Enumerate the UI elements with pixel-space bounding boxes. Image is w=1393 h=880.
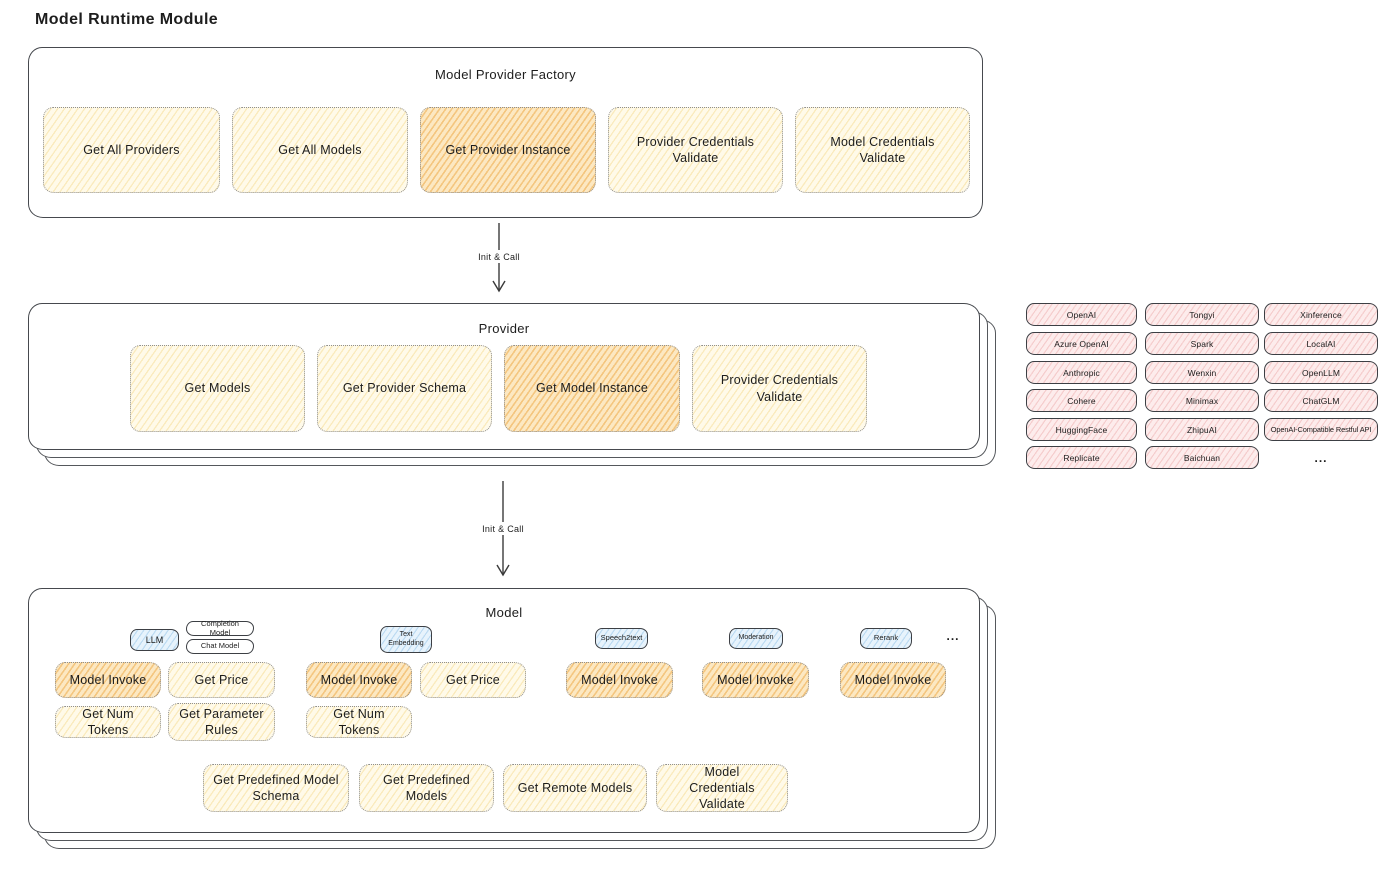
fn-model-invoke-speech2text: Model Invoke — [566, 662, 673, 698]
provider-chips-ellipsis: ... — [1314, 450, 1328, 465]
fn-model-invoke-rerank: Model Invoke — [840, 662, 946, 698]
provider-chip: Wenxin — [1145, 361, 1259, 384]
fn-provider-credentials-validate-2: Provider Credentials Validate — [692, 345, 867, 432]
provider-title: Provider — [478, 320, 530, 336]
provider-chip: Xinference — [1264, 303, 1378, 326]
provider-chip: Tongyi — [1145, 303, 1259, 326]
tag-chat-model: Chat Model — [186, 639, 254, 654]
provider-chip: Cohere — [1026, 389, 1137, 412]
fn-get-num-tokens-embedding: Get Num Tokens — [306, 706, 412, 738]
model-title: Model — [485, 604, 523, 620]
provider-chip: Azure OpenAI — [1026, 332, 1137, 355]
fn-model-invoke-moderation: Model Invoke — [702, 662, 809, 698]
fn-get-parameter-rules: Get Parameter Rules — [168, 703, 275, 741]
provider-chip: OpenAI — [1026, 303, 1137, 326]
tag-rerank: Rerank — [860, 628, 912, 649]
fn-get-remote-models: Get Remote Models — [503, 764, 647, 812]
factory-title: Model Provider Factory — [435, 66, 576, 82]
fn-get-provider-instance: Get Provider Instance — [420, 107, 596, 193]
provider-chip: ChatGLM — [1264, 389, 1378, 412]
provider-chip: Anthropic — [1026, 361, 1137, 384]
init-call-label-1: Init & Call — [465, 250, 533, 263]
provider-chip: ZhipuAI — [1145, 418, 1259, 441]
fn-model-credentials-validate-2: Model Credentials Validate — [656, 764, 788, 812]
fn-get-predefined-model-schema: Get Predefined Model Schema — [203, 764, 349, 812]
fn-get-price-embedding: Get Price — [420, 662, 526, 698]
tag-llm: LLM — [130, 629, 179, 651]
tag-speech2text: Speech2text — [595, 628, 648, 649]
fn-get-predefined-models: Get Predefined Models — [359, 764, 494, 812]
fn-model-invoke-embedding: Model Invoke — [306, 662, 412, 698]
fn-get-provider-schema: Get Provider Schema — [317, 345, 492, 432]
provider-chip: Baichuan — [1145, 446, 1259, 469]
tag-moderation: Moderation — [729, 628, 783, 649]
model-tags-ellipsis: ... — [946, 629, 960, 643]
provider-chip: HuggingFace — [1026, 418, 1137, 441]
provider-chip: Minimax — [1145, 389, 1259, 412]
tag-text-embedding: Text Embedding — [380, 626, 432, 653]
fn-get-num-tokens-llm: Get Num Tokens — [55, 706, 161, 738]
fn-get-all-models: Get All Models — [232, 107, 408, 193]
fn-get-models: Get Models — [130, 345, 305, 432]
provider-chip: Replicate — [1026, 446, 1137, 469]
fn-get-price-llm: Get Price — [168, 662, 275, 698]
fn-provider-credentials-validate: Provider Credentials Validate — [608, 107, 783, 193]
provider-chip: OpenAI-Compatible Restful API — [1264, 418, 1378, 441]
fn-get-model-instance: Get Model Instance — [504, 345, 680, 432]
fn-model-invoke-llm: Model Invoke — [55, 662, 161, 698]
provider-chip: OpenLLM — [1264, 361, 1378, 384]
provider-chip: LocalAI — [1264, 332, 1378, 355]
fn-get-all-providers: Get All Providers — [43, 107, 220, 193]
fn-model-credentials-validate: Model Credentials Validate — [795, 107, 970, 193]
init-call-label-2: Init & Call — [469, 522, 537, 535]
page-title: Model Runtime Module — [35, 11, 219, 28]
tag-completion-model: Completion Model — [186, 619, 254, 636]
provider-chip: Spark — [1145, 332, 1259, 355]
